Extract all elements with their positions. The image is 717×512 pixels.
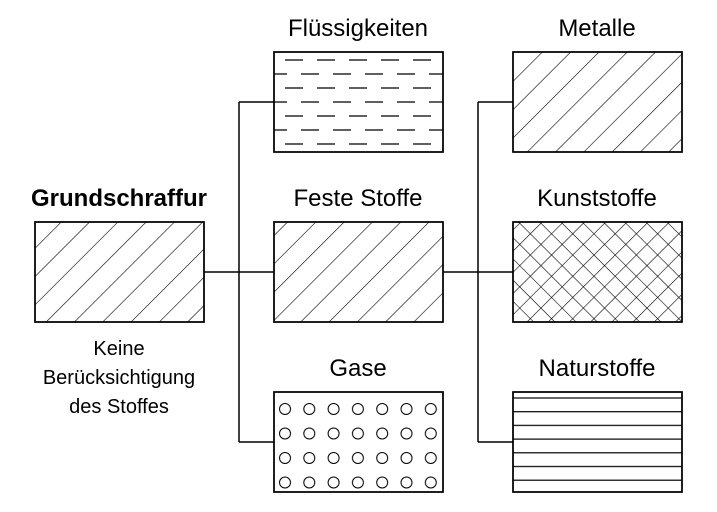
gases-label: Gase	[329, 355, 386, 382]
connector-lines	[204, 101, 513, 443]
base-caption-line-1: Keine	[93, 338, 144, 360]
natural-label: Naturstoffe	[539, 355, 656, 382]
plastics-hatch-box	[512, 221, 683, 323]
gases-hatch-box	[273, 391, 444, 493]
plastics-label: Kunststoffe	[537, 185, 657, 212]
base-caption-line-2: Berücksichtigung	[43, 367, 195, 389]
solids-label: Feste Stoffe	[294, 185, 423, 212]
natural-hatch-box	[512, 391, 683, 493]
base-title: Grundschraffur	[31, 185, 207, 212]
base-hatch-box	[34, 221, 205, 323]
base-caption-line-3: des Stoffes	[69, 396, 169, 418]
liquids-hatch-box	[273, 51, 444, 153]
metals-label: Metalle	[558, 15, 635, 42]
liquids-label: Flüssigkeiten	[288, 15, 428, 42]
metals-hatch-box	[512, 51, 683, 153]
solids-hatch-box	[273, 221, 444, 323]
